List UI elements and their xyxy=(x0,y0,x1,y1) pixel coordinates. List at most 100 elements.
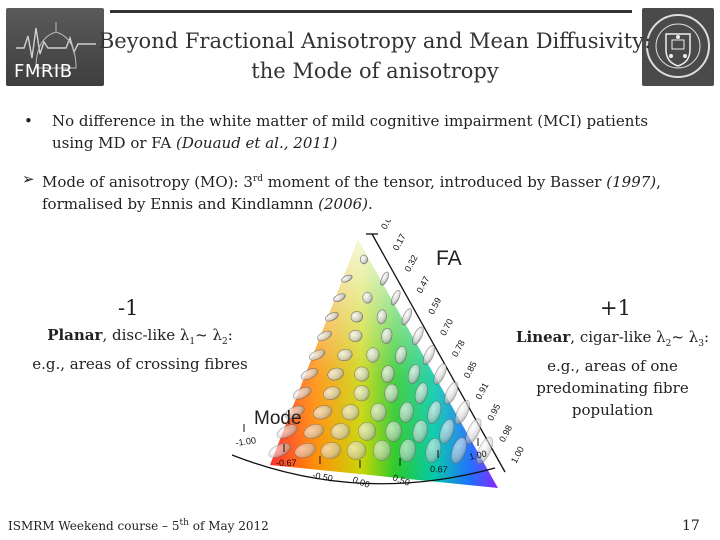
mode-tick-label: -0.50 xyxy=(312,470,334,483)
linear-term: Linear xyxy=(515,328,571,346)
fa-tick-label: 0.59 xyxy=(426,296,443,316)
linear-line-2: e.g., areas of one xyxy=(547,357,678,375)
planar-description: Planar, disc-like λ1~ λ2: e.g., areas of… xyxy=(20,324,260,375)
fa-tick-label: 0.70 xyxy=(438,317,455,337)
bullet-2-text-a: Mode of anisotropy (MO): 3 xyxy=(42,173,253,191)
page-title: Beyond Fractional Anisotropy and Mean Di… xyxy=(90,26,660,86)
linear-line-4: population xyxy=(571,401,654,419)
tensor-glyph xyxy=(412,326,424,346)
tilde-symbol: ~ xyxy=(671,328,689,346)
tensor-glyph xyxy=(433,363,447,385)
title-rule xyxy=(110,10,632,13)
planar-mode-value: -1 xyxy=(118,296,139,320)
tensor-glyph xyxy=(373,440,392,461)
bullet-1-text: using MD or FA xyxy=(52,134,177,152)
tensor-glyph xyxy=(425,438,442,463)
lambda-subscript: 1 xyxy=(189,337,196,347)
citation-ennis: (2006) xyxy=(318,195,369,213)
tensor-glyph xyxy=(354,366,370,382)
tensor-glyph xyxy=(359,254,368,265)
fa-tick-label: 0.32 xyxy=(403,253,420,273)
mode-axis-label: Mode xyxy=(254,408,302,429)
fade-overlay xyxy=(270,240,498,488)
linear-line-3: predominating fibre xyxy=(536,379,689,397)
mode-tick-label: 0.00 xyxy=(351,474,371,489)
fmrib-logo: FMRIB xyxy=(6,8,104,86)
fa-tick-label: 1.00 xyxy=(509,445,526,465)
tensor-glyph xyxy=(401,308,412,326)
bullet-1-line-1: No difference in the white matter of mil… xyxy=(52,112,649,130)
bullet-2-text-c: formalised by Ennis and Kindlamnn xyxy=(42,195,319,213)
citation-basser: (1997) xyxy=(606,173,657,191)
tensor-glyph xyxy=(422,345,436,365)
footer-course: ISMRM Weekend course – 5 xyxy=(8,519,180,533)
linear-line-1: Linear, cigar-like λ2~ λ3: xyxy=(510,326,715,355)
title-line-1: Beyond Fractional Anisotropy and Mean Di… xyxy=(98,29,652,53)
bullet-dot-icon: • xyxy=(24,112,33,130)
tensor-glyph xyxy=(399,401,414,423)
lambda-symbol: λ xyxy=(688,328,699,346)
fmrib-logo-text: FMRIB xyxy=(14,61,73,82)
footer-ordinal: th xyxy=(179,518,189,528)
tensor-glyph xyxy=(366,347,380,363)
planar-term: Planar xyxy=(47,326,103,344)
tensor-glyph xyxy=(276,424,298,439)
arrow-bullet-icon: ➢ xyxy=(22,170,35,188)
mode-tick-label: -0.67 xyxy=(276,458,297,468)
fa-axis xyxy=(366,233,506,473)
tensor-glyph xyxy=(313,405,333,420)
bullet-2-line-1: Mode of anisotropy (MO): 3rd moment of t… xyxy=(42,168,710,193)
ordinal-suffix: rd xyxy=(252,174,263,184)
title-line-2: the Mode of anisotropy xyxy=(251,59,499,83)
tensor-glyph xyxy=(358,422,376,441)
tensor-glyph xyxy=(380,271,389,286)
mode-tick-label: 1.00 xyxy=(468,449,487,462)
tensor-glyph xyxy=(399,438,416,463)
fa-tick-label: 0.85 xyxy=(462,360,479,380)
tensor-glyph xyxy=(376,309,387,325)
mode-fa-glyph-figure: 0.000.170.320.470.590.700.780.850.910.95… xyxy=(231,220,526,490)
tensor-glyph xyxy=(362,291,373,304)
footer-text: ISMRM Weekend course – 5th of May 2012 xyxy=(8,518,269,533)
tensor-glyph xyxy=(333,293,346,302)
tensor-glyph xyxy=(284,405,305,419)
linear-colon: : xyxy=(703,328,710,346)
fa-axis-label: FA xyxy=(436,247,462,270)
lambda-symbol: λ xyxy=(212,326,222,344)
tilde-symbol: ~ xyxy=(195,326,213,344)
tensor-glyph xyxy=(454,400,470,425)
fa-tick-label: 0.95 xyxy=(485,402,502,422)
lambda-symbol: λ xyxy=(656,328,666,346)
fa-tick-label: 0.00 xyxy=(379,220,396,231)
tensor-glyph xyxy=(327,367,344,381)
linear-text: , cigar-like xyxy=(570,328,657,346)
fa-tick-label: 0.91 xyxy=(473,381,490,401)
tensor-glyph xyxy=(294,442,317,459)
tensor-glyph xyxy=(381,365,395,383)
planar-line-2: e.g., areas of crossing fibres xyxy=(32,355,248,373)
planar-colon: : xyxy=(227,326,233,344)
linear-description: Linear, cigar-like λ2~ λ3: e.g., areas o… xyxy=(510,326,715,421)
mode-arc-axis xyxy=(231,454,496,485)
glyph-grid xyxy=(268,254,493,465)
tensor-glyph xyxy=(414,382,428,404)
lambda-subscript: 2 xyxy=(665,339,672,349)
fa-tick-label: 0.78 xyxy=(450,338,467,358)
citation-douaud: (Douaud et al., 2011) xyxy=(176,134,338,152)
planar-line-1: Planar, disc-like λ1~ λ2: xyxy=(20,324,260,353)
tensor-glyph xyxy=(407,364,421,385)
tensor-glyph xyxy=(350,311,364,323)
tensor-glyph xyxy=(451,437,467,464)
tensor-glyph xyxy=(412,419,428,443)
tensor-glyph xyxy=(381,327,393,344)
tensor-glyph xyxy=(476,436,493,465)
tensor-glyph xyxy=(370,402,387,422)
planar-text: , disc-like xyxy=(102,326,180,344)
tensor-glyph xyxy=(308,349,326,361)
tensor-glyph xyxy=(337,348,353,362)
lambda-symbol: λ xyxy=(179,326,190,344)
tensor-glyph xyxy=(439,419,455,444)
tensor-glyph xyxy=(348,329,363,342)
bullet-2-line-2: formalised by Ennis and Kindlamnn (2006)… xyxy=(42,193,710,215)
fa-tick-label: 0.98 xyxy=(497,423,514,443)
